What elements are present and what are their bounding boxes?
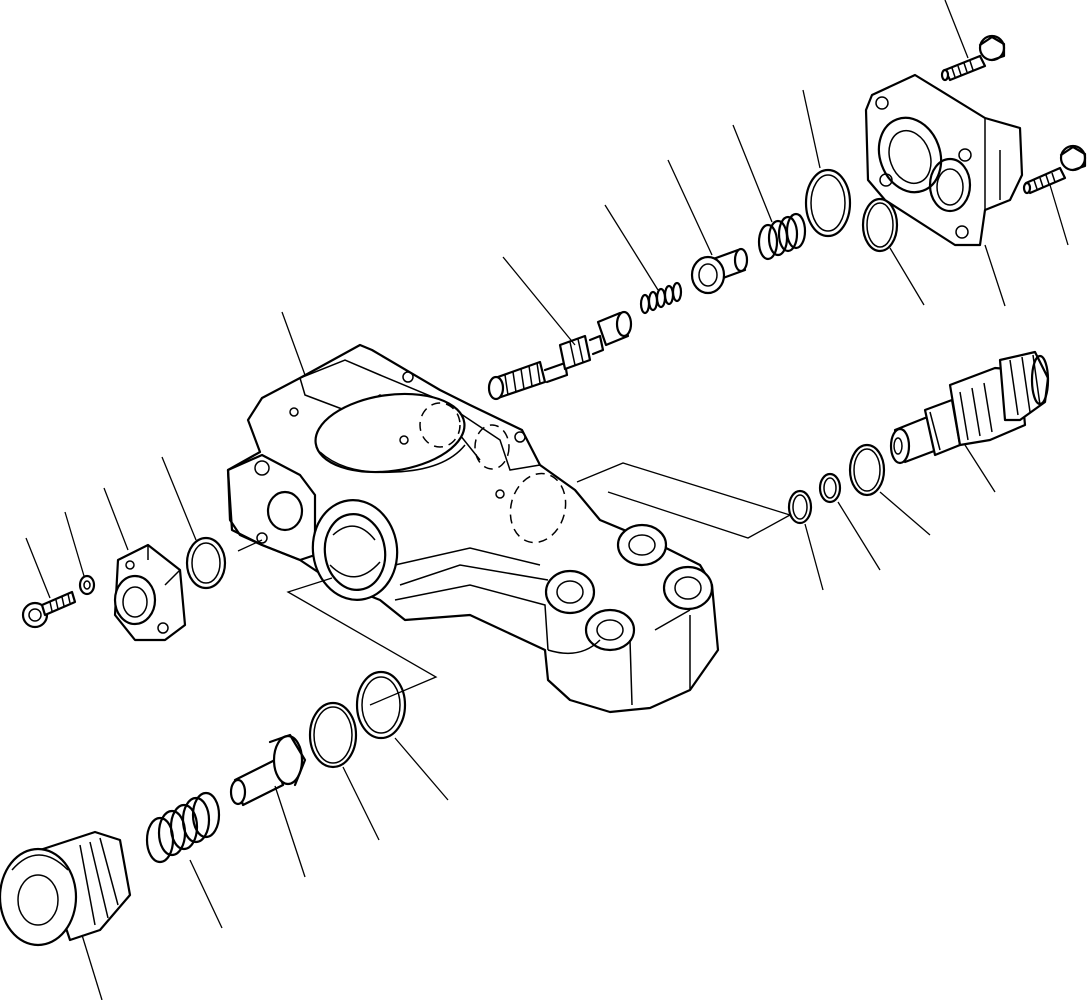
backup-ring	[310, 703, 356, 767]
small-spring	[641, 283, 681, 313]
spool	[489, 312, 631, 399]
plug-cap	[0, 832, 130, 945]
valve-body	[228, 345, 718, 712]
spring-seat	[692, 249, 747, 293]
flange-cover	[115, 545, 185, 640]
o-ring	[187, 538, 225, 588]
washer	[80, 576, 94, 594]
backup-ring	[820, 474, 840, 502]
o-ring	[806, 170, 850, 236]
cover-plate	[866, 75, 1022, 245]
relief-valve-cartridge	[891, 352, 1048, 463]
lower-spring	[147, 793, 219, 862]
o-ring	[850, 445, 884, 495]
large-spring	[759, 214, 805, 259]
bolt	[942, 36, 1004, 80]
bolt	[23, 592, 75, 627]
o-ring	[863, 199, 897, 251]
bolt	[1024, 146, 1085, 193]
leader-lines	[26, 0, 1068, 1000]
o-ring	[789, 491, 811, 523]
poppet	[231, 735, 305, 805]
o-ring	[357, 672, 405, 738]
